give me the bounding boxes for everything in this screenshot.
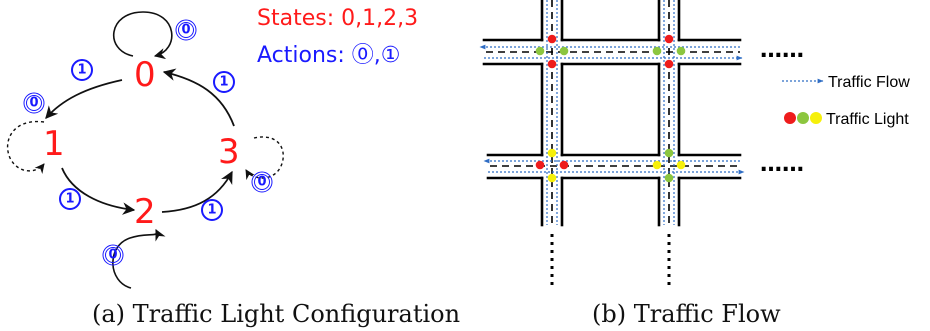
traffic-light-green — [676, 46, 686, 56]
state-machine-panel: 0 1 2 3 1 1 1 1 0 0 — [6, 6, 460, 328]
traffic-light-yellow — [652, 160, 662, 170]
svg-text:1: 1 — [65, 192, 74, 207]
action-0-badge: 0 — [251, 171, 273, 193]
traffic-light-yellow — [547, 173, 557, 183]
caption-b: (b) Traffic Flow — [592, 300, 781, 328]
legend-traffic-light: Traffic Light — [826, 111, 909, 128]
traffic-light-green — [652, 46, 662, 56]
svg-text:1: 1 — [207, 203, 216, 218]
svg-text:0: 0 — [181, 23, 190, 38]
action-1-badge: 1 — [59, 188, 81, 210]
traffic-light-red — [664, 34, 674, 44]
traffic-grid-panel: …… …… Traffic Flow Traffic Light (b) Tra… — [479, 0, 910, 328]
traffic-lights-top — [535, 34, 686, 69]
traffic-light-yellow — [676, 160, 686, 170]
continuation-dots-vertical — [550, 234, 671, 286]
svg-text:1: 1 — [219, 75, 228, 90]
self-loop-3 — [245, 136, 284, 181]
legend-red-light — [784, 112, 796, 124]
traffic-light-green — [664, 148, 674, 158]
states-text: States: 0,1,2,3 — [257, 6, 418, 31]
svg-text:0: 0 — [108, 248, 117, 263]
traffic-flow-lines — [479, 0, 745, 225]
transition-3-to-0 — [162, 68, 235, 127]
self-loop-0 — [112, 11, 173, 60]
transition-2-to-3 — [161, 170, 233, 213]
traffic-lights-bottom — [535, 148, 686, 183]
traffic-light-red — [559, 160, 569, 170]
action-0-badge: 0 — [102, 244, 124, 266]
traffic-light-red — [535, 160, 545, 170]
legend-traffic-flow: Traffic Flow — [828, 74, 910, 91]
action-1-badge: 1 — [213, 71, 235, 93]
actions-text: Actions: ⓪,① — [257, 43, 400, 68]
action-0-badge: 0 — [175, 19, 197, 41]
svg-text:0: 0 — [29, 96, 38, 111]
legend: Traffic Flow Traffic Light — [782, 74, 910, 128]
traffic-light-green — [559, 46, 569, 56]
svg-text:0: 0 — [257, 175, 266, 190]
continuation-dots-bottom: …… — [760, 152, 804, 177]
state-0-label: 0 — [134, 55, 156, 95]
lane-dividers — [486, 0, 740, 225]
transition-1-to-2 — [61, 167, 136, 215]
traffic-light-green — [535, 46, 545, 56]
legend-yellow-light — [810, 112, 822, 124]
svg-text:1: 1 — [77, 63, 86, 78]
traffic-light-red — [547, 34, 557, 44]
traffic-light-red — [664, 59, 674, 69]
traffic-light-yellow — [547, 148, 557, 158]
action-1-badge: 1 — [71, 59, 93, 81]
action-0-badge: 0 — [23, 92, 45, 114]
traffic-light-green — [664, 173, 674, 183]
self-loop-1 — [6, 120, 45, 174]
state-3-label: 3 — [218, 132, 240, 172]
state-2-label: 2 — [134, 192, 156, 232]
caption-a: (a) Traffic Light Configuration — [92, 300, 460, 328]
self-loop-2 — [112, 228, 166, 289]
action-1-badge: 1 — [201, 199, 223, 221]
state-1-label: 1 — [43, 124, 65, 164]
transition-0-to-1 — [45, 79, 123, 119]
road-edges — [482, 0, 742, 227]
legend-green-light — [797, 112, 809, 124]
continuation-dots-top: …… — [760, 38, 804, 63]
traffic-light-red — [547, 59, 557, 69]
